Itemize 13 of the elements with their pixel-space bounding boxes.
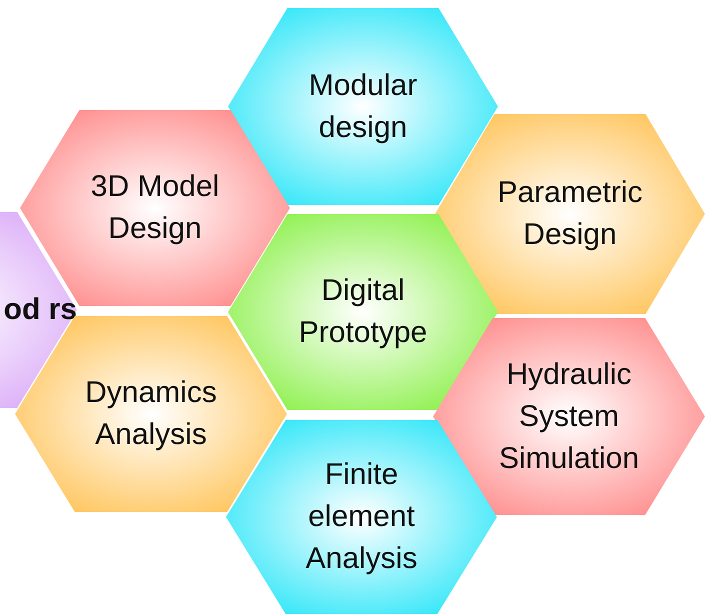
hexagon — [435, 114, 705, 314]
hexagon — [228, 8, 498, 205]
hexagon — [433, 318, 705, 515]
hexagon-label: od rs — [2, 292, 77, 328]
hexagon-label: Hydraulic System Simulation — [498, 356, 640, 476]
hexagon-label: Digital Prototype — [298, 273, 428, 351]
hexagon — [226, 420, 497, 614]
hexagon-label: Parametric Design — [496, 175, 644, 253]
hexagon-label: Modular design — [308, 68, 418, 146]
hexagon-label: Dynamics Analysis — [84, 375, 218, 453]
hexagon-label: 3D Model Design — [90, 169, 220, 247]
hexagon-label: Finite element Analysis — [304, 457, 418, 577]
hexagon — [228, 214, 498, 410]
